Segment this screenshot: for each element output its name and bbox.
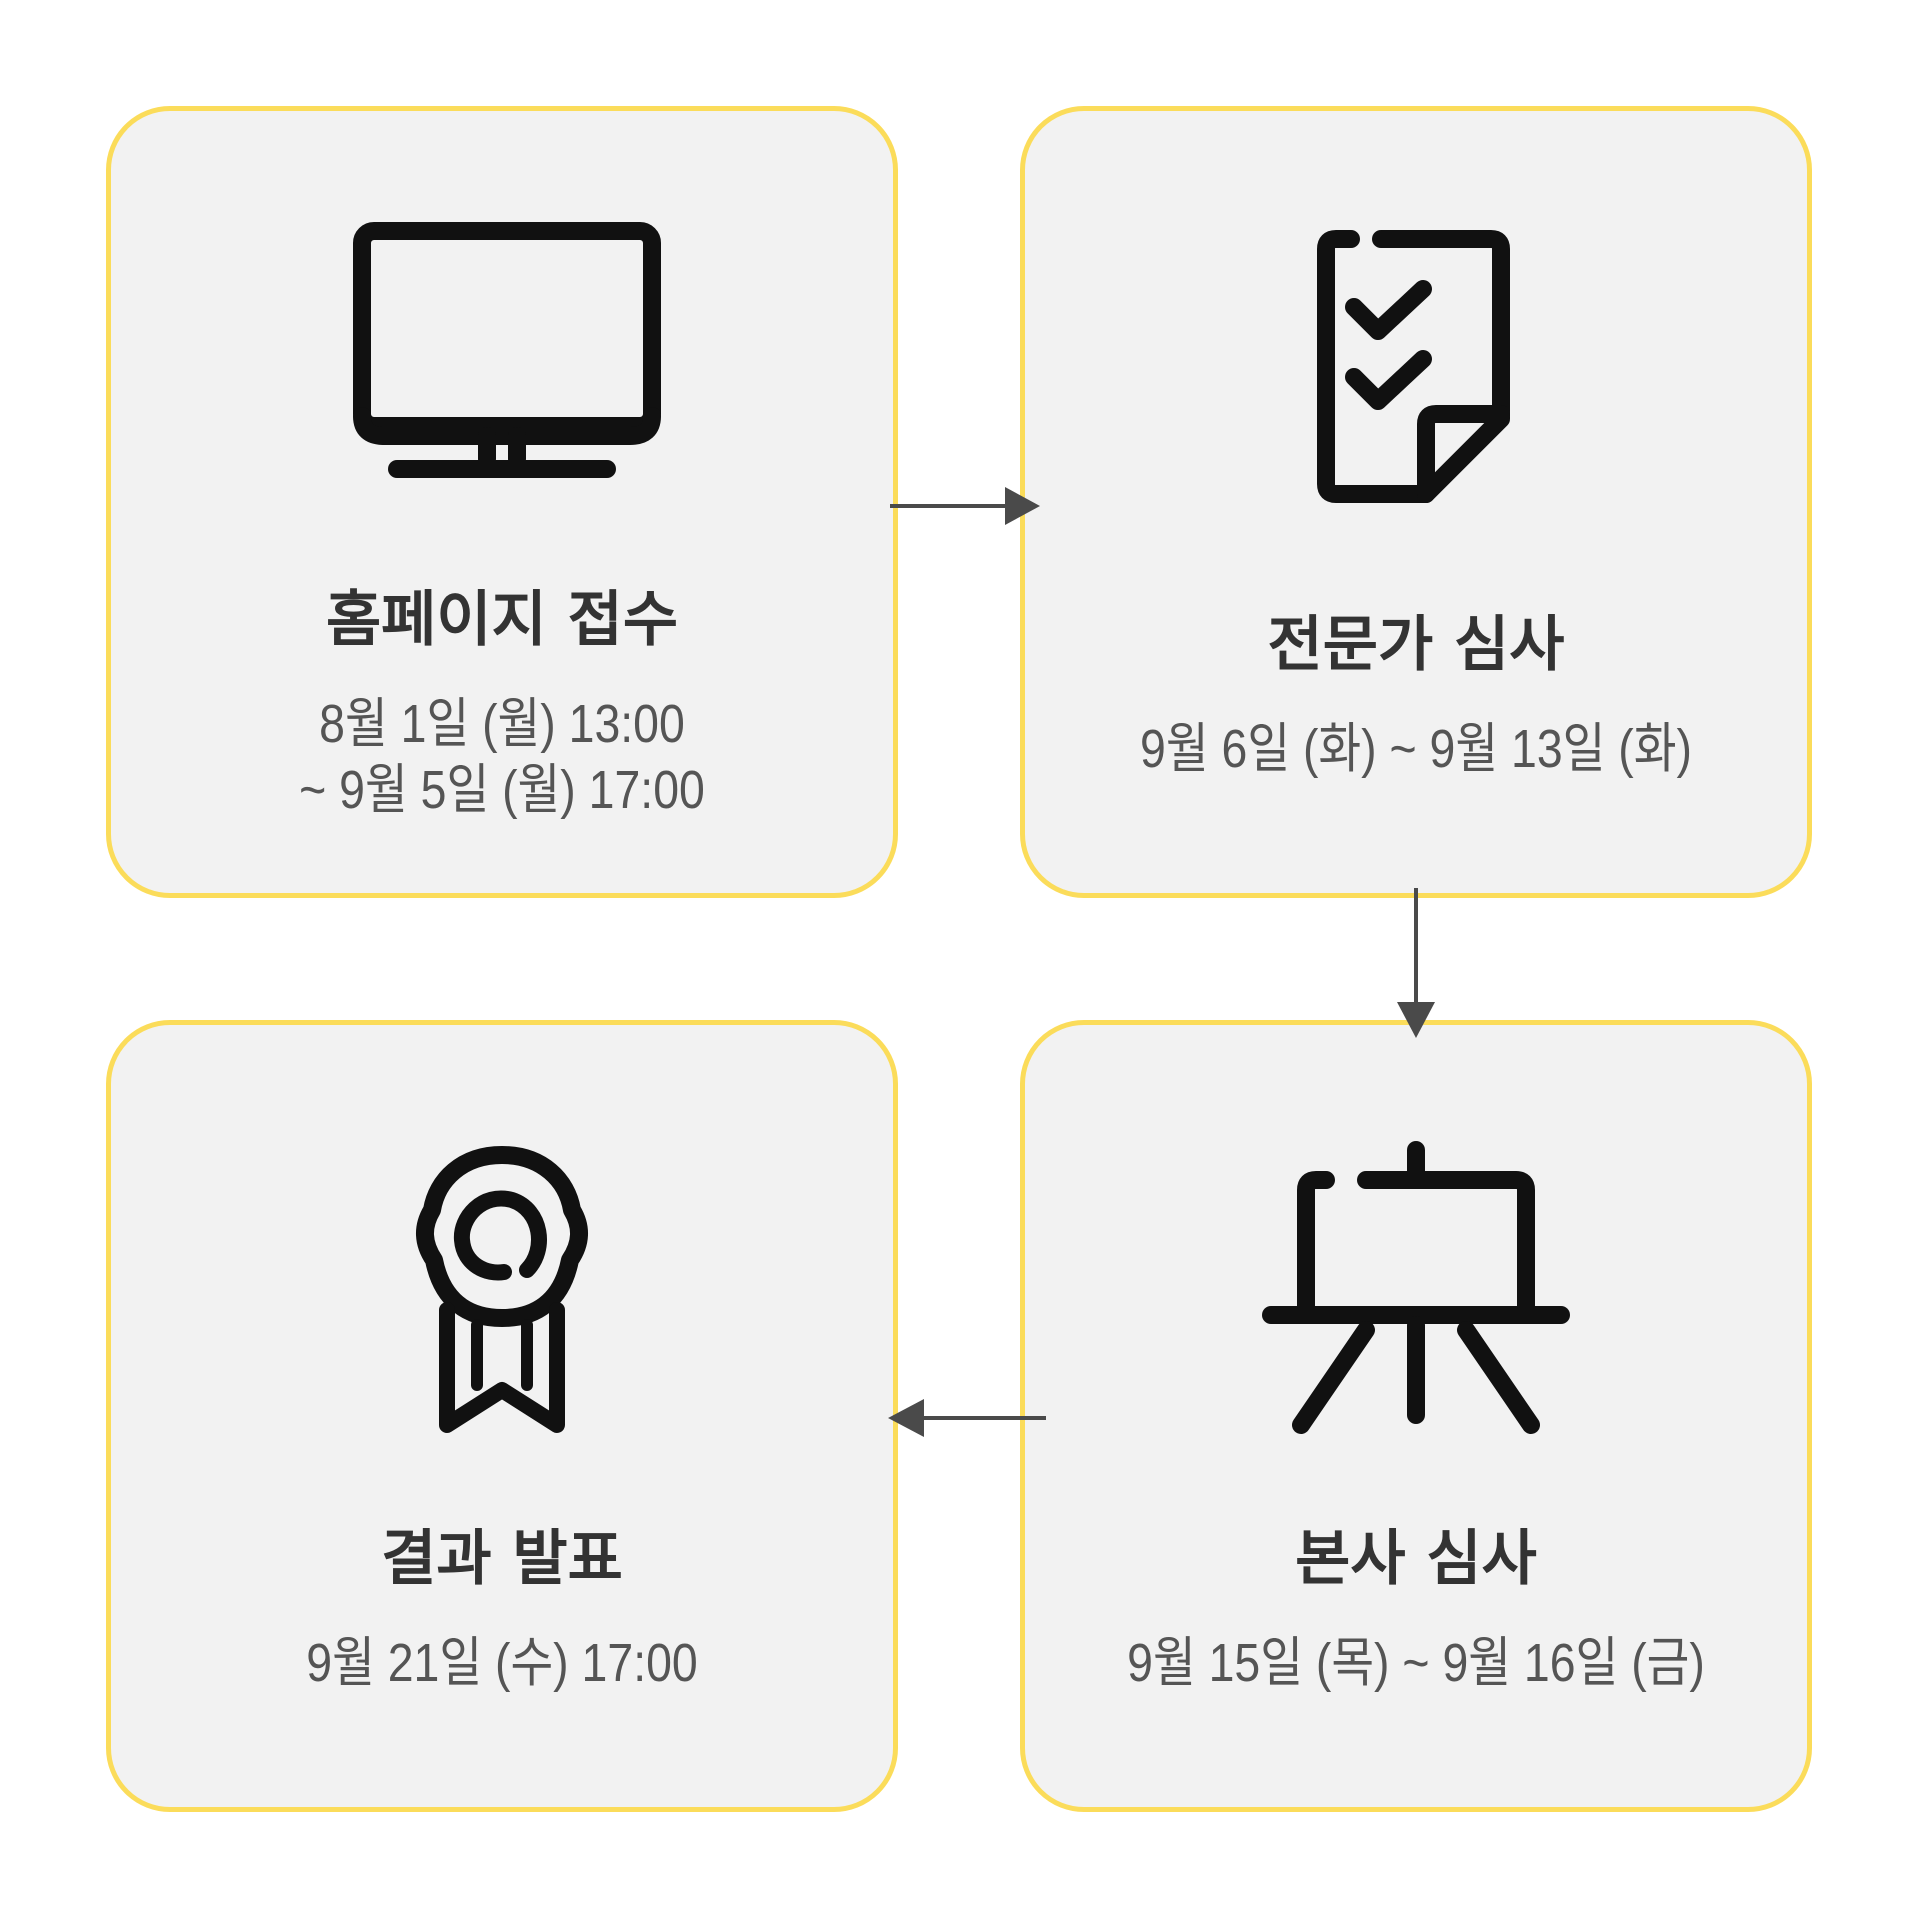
step-date-line: 9월 6일 (화) ~ 9월 13일 (화) [1140,719,1692,779]
step-date: 9월 6일 (화) ~ 9월 13일 (화) [1080,716,1753,782]
step-card-headquarters-review: 본사 심사 9월 15일 (목) ~ 9월 16일 (금) [1020,1020,1812,1812]
step-card-expert-review: 전문가 심사 9월 6일 (화) ~ 9월 13일 (화) [1020,106,1812,898]
step-date: 8월 1일 (월) 13:00 ~ 9월 5일 (월) 17:00 [166,691,839,823]
step-card-homepage-application: 홈페이지 접수 8월 1일 (월) 13:00 ~ 9월 5일 (월) 17:0… [106,106,898,898]
step-date-line: 9월 15일 (목) ~ 9월 16일 (금) [1127,1633,1705,1693]
step-title: 본사 심사 [1295,1524,1537,1594]
step-card-result-announcement: 결과 발표 9월 21일 (수) 17:00 [106,1020,898,1812]
step-date: 9월 15일 (목) ~ 9월 16일 (금) [1080,1630,1753,1696]
step-date-line: 8월 1일 (월) 13:00 [319,694,685,754]
checklist-document-icon [1317,230,1510,503]
step-date-line: ~ 9월 5일 (월) 17:00 [299,760,705,820]
presentation-easel-icon [1262,1141,1570,1434]
step-title: 전문가 심사 [1267,610,1565,680]
step-title: 결과 발표 [381,1524,623,1594]
monitor-icon [353,222,661,478]
award-ribbon-icon [416,1146,588,1433]
step-title: 홈페이지 접수 [325,585,679,655]
step-date-line: 9월 21일 (수) 17:00 [306,1633,698,1693]
step-date: 9월 21일 (수) 17:00 [166,1630,839,1696]
